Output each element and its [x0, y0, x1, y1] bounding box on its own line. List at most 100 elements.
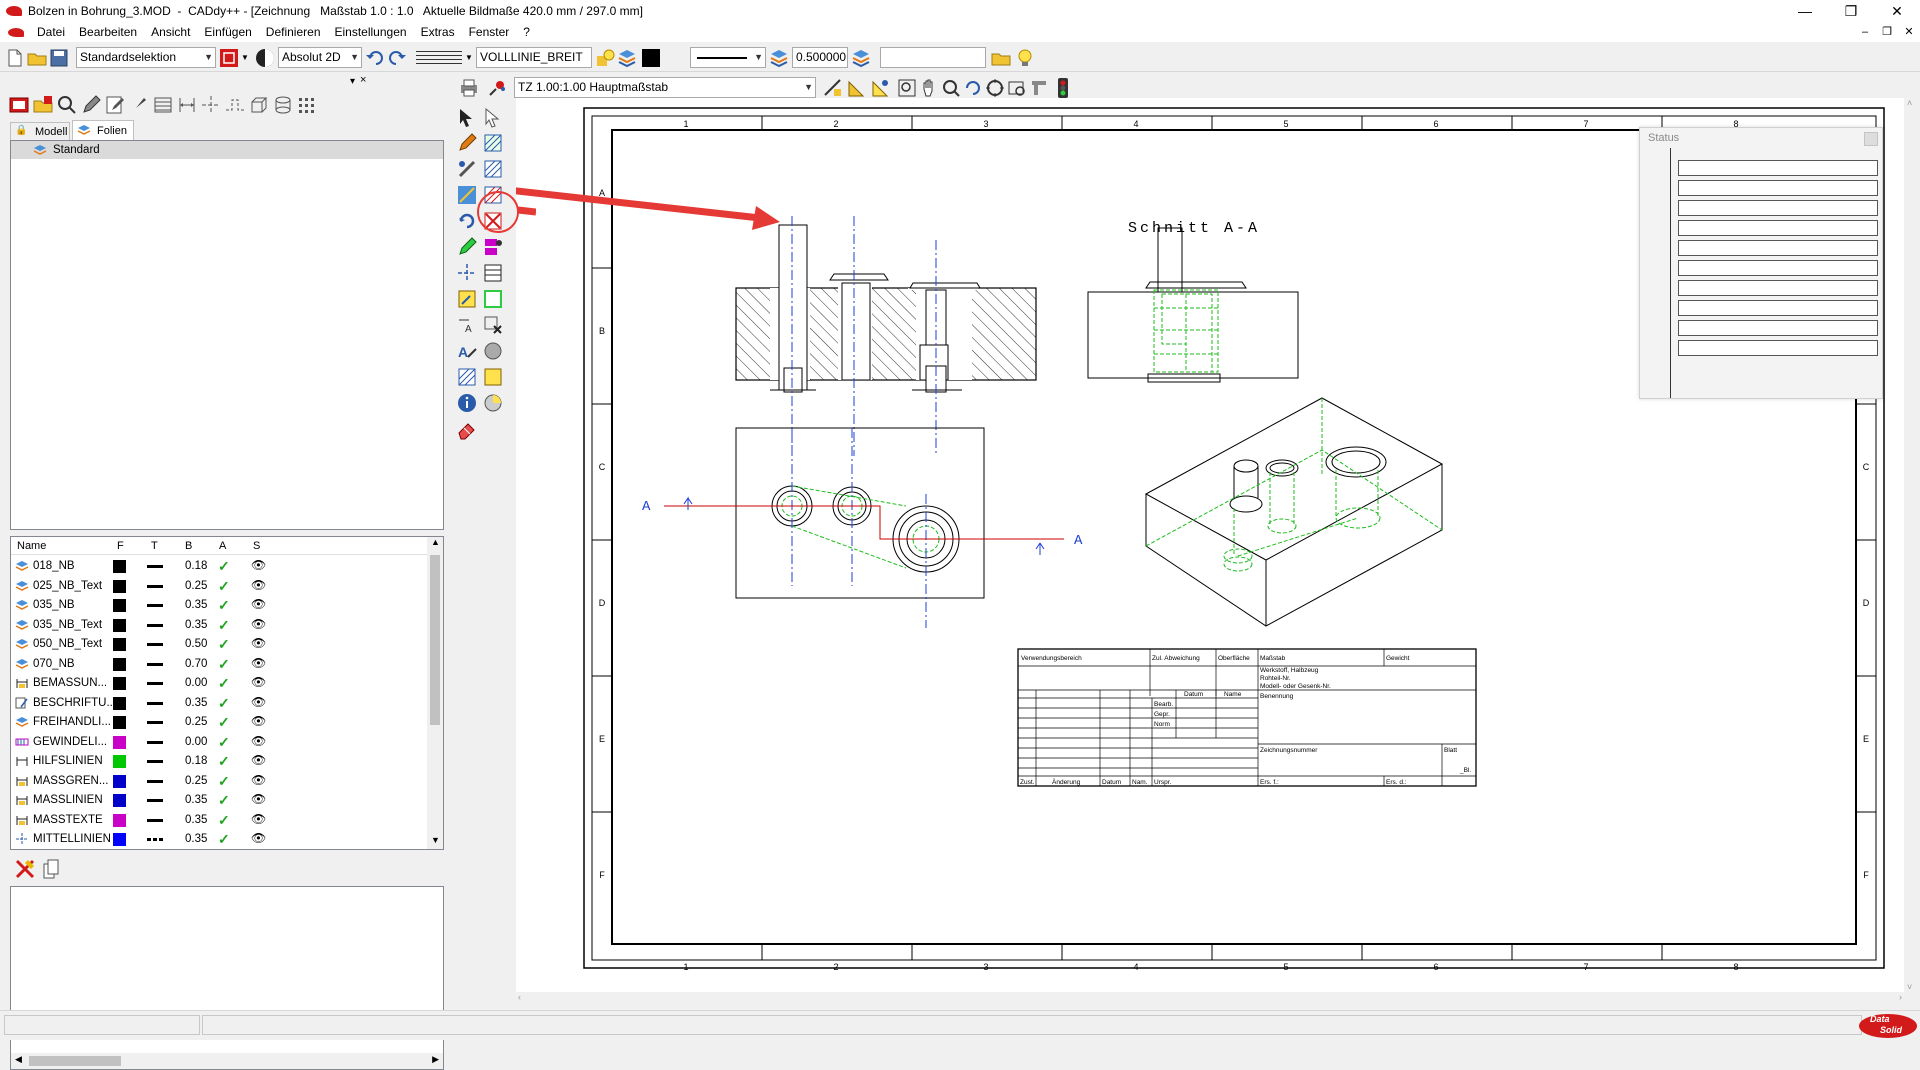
layer-linetype[interactable]	[147, 701, 163, 705]
menu-einstellungen[interactable]: Einstellungen	[334, 25, 407, 39]
visibility-eye-icon[interactable]: 👁	[251, 831, 267, 845]
layer-color-swatch[interactable]	[113, 774, 126, 788]
column-visible[interactable]: S	[253, 540, 261, 552]
selection-color-icon[interactable]	[218, 47, 240, 69]
lightbulb-icon[interactable]	[1014, 47, 1036, 69]
layer-linetype[interactable]	[147, 818, 163, 822]
box-3d-icon[interactable]	[248, 94, 270, 116]
layer-color-swatch[interactable]	[113, 560, 126, 573]
column-width[interactable]: B	[185, 540, 193, 552]
layer-linetype[interactable]	[147, 682, 163, 685]
dropdown-arrow-icon[interactable]: ▼	[465, 53, 473, 62]
centerline-icon[interactable]	[200, 94, 222, 116]
horizontal-scrollbar[interactable]: ◀ ▶	[11, 1053, 443, 1069]
zoom-fit-icon[interactable]	[1006, 77, 1028, 99]
canvas-vscroll[interactable]: ˄ ˅	[1904, 98, 1918, 992]
layer-weight[interactable]: 0.35	[185, 833, 208, 845]
menu-einfuegen[interactable]: Einfügen	[204, 25, 252, 39]
line-tool-icon[interactable]	[456, 184, 478, 206]
close-button[interactable]: ✕	[1891, 3, 1903, 19]
visibility-eye-icon[interactable]: 👁	[251, 811, 267, 826]
layer-color-swatch[interactable]	[113, 716, 126, 729]
active-check-icon[interactable]: ✓	[218, 811, 230, 828]
scroll-left-icon[interactable]: ‹	[518, 992, 521, 1002]
visibility-eye-icon[interactable]: 👁	[251, 714, 267, 728]
menu-ansicht[interactable]: Ansicht	[151, 25, 191, 39]
hatch-pattern-icon[interactable]	[482, 158, 504, 180]
color-pick-icon[interactable]	[486, 77, 508, 99]
mesh-icon[interactable]	[296, 94, 318, 116]
visibility-eye-icon[interactable]: 👁	[251, 616, 267, 631]
layer-weight[interactable]: 0.25	[185, 774, 208, 787]
active-check-icon[interactable]: ✓	[218, 558, 230, 574]
menu-datei[interactable]: Datei	[37, 25, 66, 39]
layer-linetype[interactable]	[147, 604, 163, 607]
select-arrow-icon[interactable]	[456, 106, 478, 128]
rotate-icon[interactable]	[456, 210, 478, 232]
grid-icon[interactable]	[414, 47, 464, 69]
column-name[interactable]: Name	[17, 540, 47, 552]
triangle-ruler-icon[interactable]	[846, 77, 868, 99]
frame-icon[interactable]	[482, 288, 504, 310]
layer-row[interactable]: BESCHRIFTU...0.35✓👁	[11, 694, 341, 713]
layer-weight[interactable]: 0.35	[185, 813, 208, 826]
layer-color-swatch[interactable]	[113, 755, 126, 768]
active-check-icon[interactable]: ✓	[218, 636, 230, 652]
hatch-green-icon[interactable]	[482, 132, 504, 154]
visibility-eye-icon[interactable]: 👁	[251, 772, 267, 787]
menu-help[interactable]: ?	[523, 25, 530, 39]
active-check-icon[interactable]: ✓	[218, 753, 230, 769]
layer-weight[interactable]: 0.50	[185, 638, 208, 650]
layer-row[interactable]: MASSGREN...0.25✓👁	[11, 772, 341, 791]
layer-weight[interactable]: 0.70	[185, 657, 208, 670]
layer-color-swatch[interactable]	[113, 813, 126, 827]
layer-folder-icon[interactable]	[32, 94, 54, 116]
layer-color-swatch[interactable]	[113, 638, 126, 651]
layer-linetype[interactable]	[147, 643, 163, 646]
layer-linetype[interactable]	[147, 779, 163, 783]
section-view[interactable]	[735, 216, 1037, 456]
sphere-grey-icon[interactable]	[482, 340, 504, 362]
active-check-icon[interactable]: ✓	[218, 694, 230, 711]
modify-icon[interactable]	[456, 158, 478, 180]
yellow-shape-icon[interactable]	[482, 366, 504, 388]
tab-folien[interactable]: Folien	[72, 120, 134, 140]
open-folder-icon[interactable]	[26, 47, 48, 69]
measure-icon[interactable]	[822, 77, 844, 99]
visibility-eye-icon[interactable]: 👁	[251, 792, 267, 806]
info-icon[interactable]	[456, 392, 478, 414]
brush-green-icon[interactable]	[456, 236, 478, 258]
open-layer-icon[interactable]	[990, 47, 1012, 69]
scale-select[interactable]: TZ 1.00:1.00 Hauptmaßstab▼	[514, 77, 816, 98]
layer-weight[interactable]: 0.35	[185, 618, 208, 631]
visibility-eye-icon[interactable]: 👁	[251, 558, 267, 572]
new-file-icon[interactable]	[4, 47, 26, 69]
scroll-right-icon[interactable]: ▶	[432, 1054, 439, 1064]
active-check-icon[interactable]: ✓	[218, 655, 230, 672]
zoom-previous-icon[interactable]	[940, 77, 962, 99]
selection-mode-select[interactable]: Standardselektion▼	[76, 47, 216, 68]
line-style-select[interactable]: ▼	[690, 47, 766, 68]
active-check-icon[interactable]: ✓	[218, 772, 230, 789]
traffic-light-icon[interactable]	[1056, 77, 1070, 99]
visibility-eye-icon[interactable]: 👁	[251, 655, 267, 670]
zoom-all-icon[interactable]	[984, 77, 1006, 99]
h-scroll-thumb[interactable]	[29, 1056, 121, 1066]
visibility-eye-icon[interactable]: 👁	[251, 694, 267, 709]
layer-color-swatch[interactable]	[113, 794, 126, 807]
status-panel-close-button[interactable]	[1864, 132, 1878, 146]
isometric-view[interactable]	[1144, 397, 1444, 627]
layer-color-swatch[interactable]	[113, 833, 126, 846]
zoom-window-icon[interactable]	[896, 77, 918, 99]
active-check-icon[interactable]: ✓	[218, 577, 230, 594]
text-tool-icon[interactable]: A	[456, 340, 478, 362]
coordinate-mode-select[interactable]: Absolut 2D▼	[278, 47, 362, 68]
